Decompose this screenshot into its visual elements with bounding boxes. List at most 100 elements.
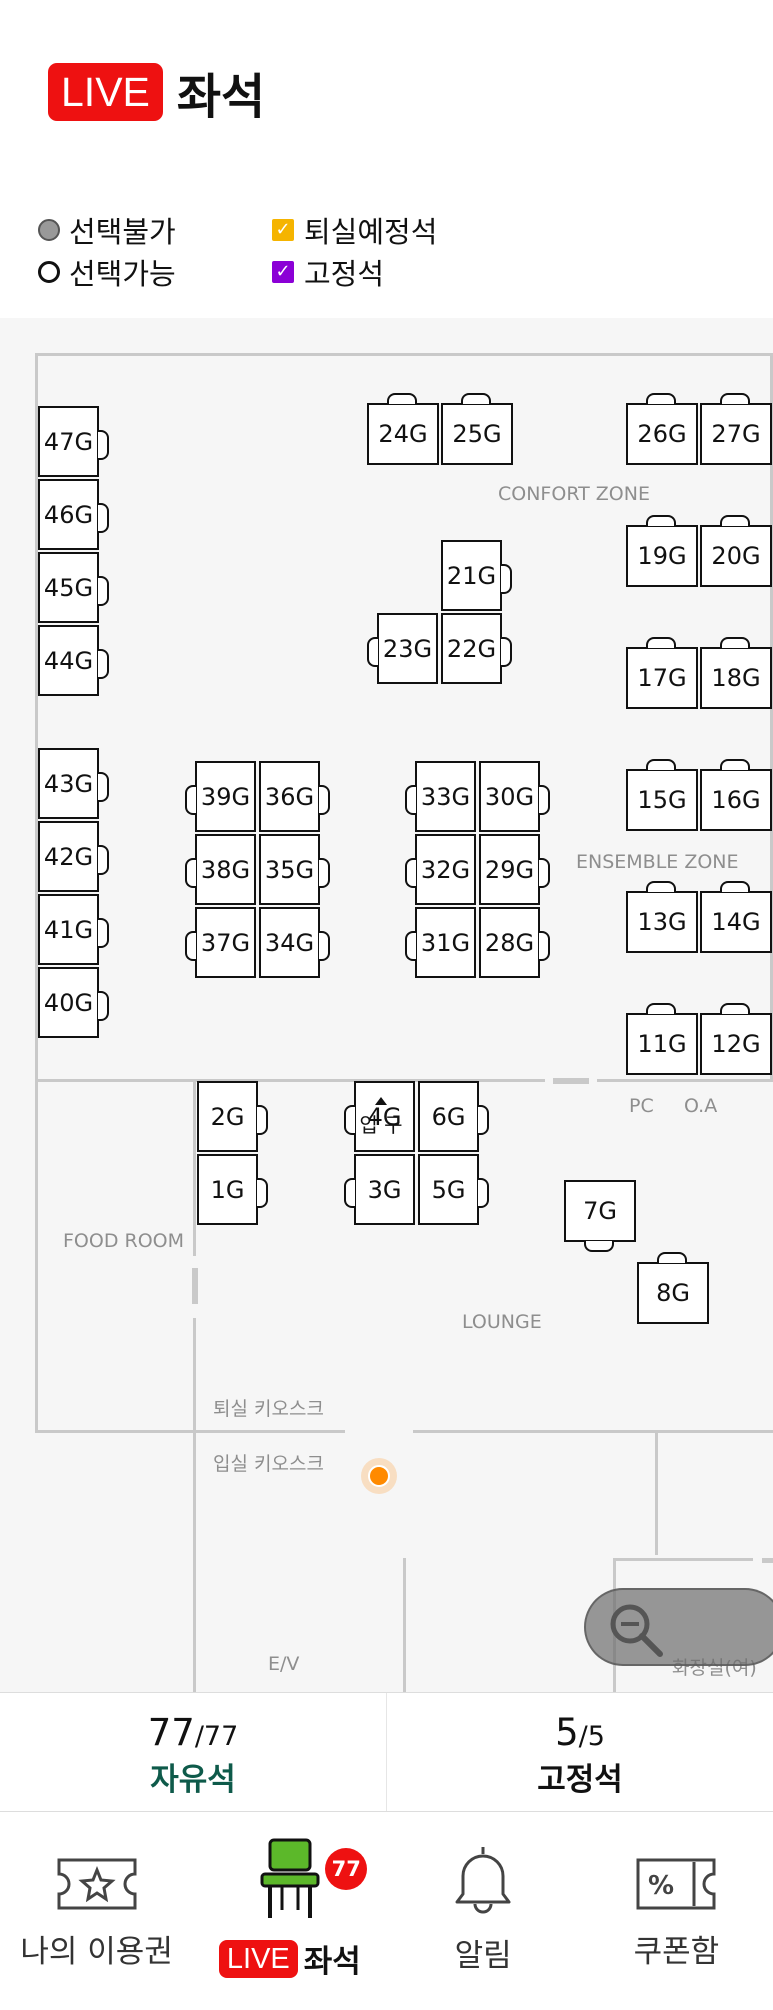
wall <box>192 1268 198 1304</box>
wall <box>35 353 38 1433</box>
free-seat-count[interactable]: 77/77 자유석 <box>0 1693 387 1811</box>
tab-coupon[interactable]: % 쿠폰함 <box>580 1814 773 2010</box>
wall <box>770 353 773 1081</box>
legend-leaving-label: 퇴실예정석 <box>304 215 438 249</box>
seat[interactable]: 46G <box>38 479 109 550</box>
entrance-marker: 입 구 <box>357 1097 405 1138</box>
tab-my-pass[interactable]: 나의 이용권 <box>0 1814 193 2010</box>
seat[interactable]: 21G <box>441 540 512 611</box>
seat[interactable]: 43G <box>38 748 109 819</box>
seat[interactable]: 25G <box>441 393 513 465</box>
wall <box>655 1433 658 1555</box>
legend-available-label: 선택가능 <box>69 257 176 291</box>
free-seat-label: 자유석 <box>150 1762 236 1798</box>
wall <box>193 1433 196 1692</box>
check-icon: ✓ <box>272 219 294 241</box>
legend-fixed: ✓ 고정석 <box>272 252 384 292</box>
seat[interactable]: 29G <box>479 834 550 905</box>
legend-fixed-label: 고정석 <box>304 257 385 291</box>
legend-leaving: ✓ 퇴실예정석 <box>272 210 437 250</box>
seat[interactable]: 17G <box>626 637 698 709</box>
seat[interactable]: 6G <box>418 1081 489 1152</box>
wall <box>613 1558 753 1561</box>
seat[interactable]: 11G <box>626 1003 698 1075</box>
fixed-total: /5 <box>578 1721 605 1752</box>
seat[interactable]: 30G <box>479 761 550 832</box>
seat[interactable]: 38G <box>185 834 256 905</box>
seat[interactable]: 37G <box>185 907 256 978</box>
seat[interactable]: 41G <box>38 894 109 965</box>
page-title: 좌석 <box>176 69 266 125</box>
seat[interactable]: 23G <box>367 613 438 684</box>
seat[interactable]: 7G <box>564 1180 636 1252</box>
seat[interactable]: 35G <box>259 834 330 905</box>
zone-label: O.A <box>684 1095 718 1117</box>
tab-alarm-label: 알림 <box>454 1938 512 1974</box>
seat[interactable]: 31G <box>405 907 476 978</box>
zoom-out-icon <box>610 1604 663 1657</box>
seat[interactable]: 2G <box>197 1081 268 1152</box>
zoom-out-button[interactable] <box>584 1588 773 1666</box>
seat[interactable]: 33G <box>405 761 476 832</box>
arrow-up-icon <box>375 1097 387 1105</box>
zone-label: CONFORT ZONE <box>498 483 650 505</box>
seat-counts: 77/77 자유석 5/5 고정석 <box>0 1692 773 1812</box>
seat[interactable]: 47G <box>38 406 109 477</box>
seat[interactable]: 15G <box>626 759 698 831</box>
svg-text:%: % <box>648 1871 674 1901</box>
fixed-current: 5 <box>555 1711 579 1754</box>
tab-alarm[interactable]: 알림 <box>387 1814 580 2010</box>
seat[interactable]: 1G <box>197 1154 268 1225</box>
seat[interactable]: 14G <box>700 881 772 953</box>
seat[interactable]: 32G <box>405 834 476 905</box>
seat[interactable]: 28G <box>479 907 550 978</box>
zone-label: FOOD ROOM <box>63 1230 185 1252</box>
seat[interactable]: 3G <box>344 1154 415 1225</box>
seat[interactable]: 8G <box>637 1252 709 1324</box>
seat[interactable]: 26G <box>626 393 698 465</box>
coupon-icon: % <box>636 1858 716 1910</box>
current-location-icon <box>361 1458 397 1494</box>
zone-label: 퇴실 키오스크 <box>213 1398 324 1420</box>
seat[interactable]: 22G <box>441 613 512 684</box>
zone-label: 입실 키오스크 <box>213 1453 324 1475</box>
zone-label: PC <box>629 1095 654 1117</box>
seat[interactable]: 36G <box>259 761 330 832</box>
seat[interactable]: 34G <box>259 907 330 978</box>
wall <box>597 1079 773 1082</box>
seat[interactable]: 4G <box>344 1081 415 1152</box>
seat[interactable]: 18G <box>700 637 772 709</box>
bell-icon <box>455 1847 511 1914</box>
seat[interactable]: 45G <box>38 552 109 623</box>
seat[interactable]: 19G <box>626 515 698 587</box>
seat[interactable]: 24G <box>367 393 439 465</box>
wall <box>762 1558 773 1563</box>
legend-unavailable: 선택불가 <box>38 210 176 250</box>
seat[interactable]: 16G <box>700 759 772 831</box>
seat[interactable]: 39G <box>185 761 256 832</box>
fixed-seat-count[interactable]: 5/5 고정석 <box>387 1693 773 1811</box>
wall <box>35 1430 345 1433</box>
seat[interactable]: 44G <box>38 625 109 696</box>
free-total: /77 <box>194 1721 239 1752</box>
legend-unavailable-label: 선택불가 <box>69 215 176 249</box>
seat[interactable]: 13G <box>626 881 698 953</box>
seat[interactable]: 20G <box>700 515 772 587</box>
wall <box>403 1558 406 1692</box>
tab-my-pass-label: 나의 이용권 <box>20 1934 173 1970</box>
fixed-seat-label: 고정석 <box>537 1762 623 1798</box>
page-header: LIVE 좌석 <box>48 60 266 125</box>
wall <box>553 1078 589 1084</box>
seat[interactable]: 12G <box>700 1003 772 1075</box>
seat[interactable]: 5G <box>418 1154 489 1225</box>
check-icon: ✓ <box>272 261 294 283</box>
zone-label: LOUNGE <box>462 1311 542 1333</box>
notification-badge: 77 <box>325 1848 368 1890</box>
seat[interactable]: 42G <box>38 821 109 892</box>
seat[interactable]: 27G <box>700 393 772 465</box>
entrance-label: 입 구 <box>359 1113 403 1137</box>
wall <box>193 1318 196 1433</box>
seat[interactable]: 40G <box>38 967 109 1038</box>
